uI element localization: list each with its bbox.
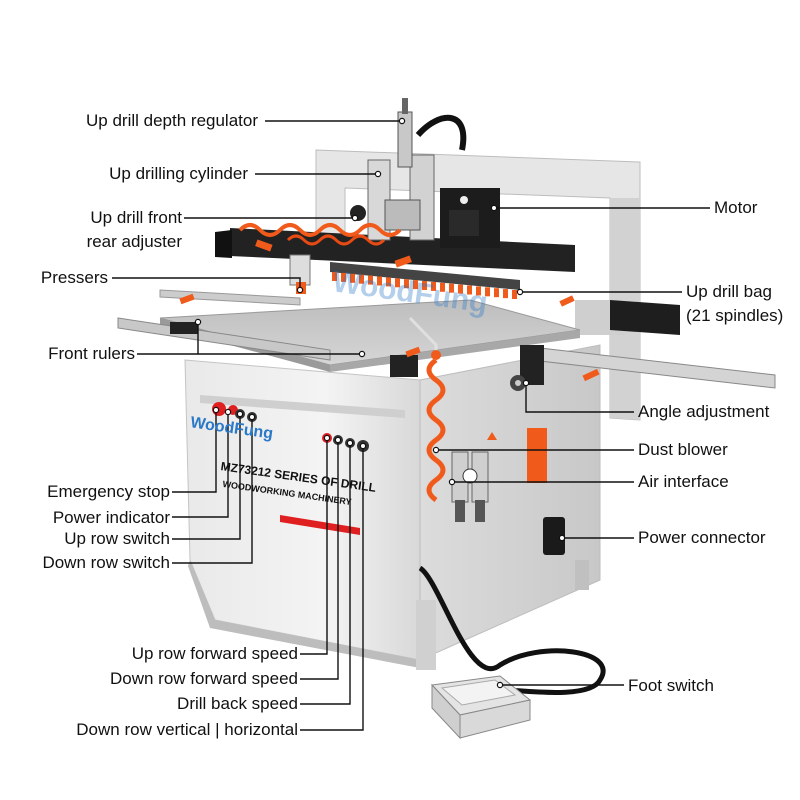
leader-down-row-forward-speed [300,440,339,680]
leader-dot [351,214,359,222]
leader-dot [212,406,220,414]
dust-blower-hose [408,316,446,503]
foot-switch [418,565,606,740]
label-down-row-vertical-horizontal: Down row vertical | horizontal [76,720,298,739]
spindle-tip [413,280,418,290]
spindle-tip [431,281,436,291]
label-motor: Motor [714,198,758,217]
label-up-drill-bag-1: Up drill bag [686,282,772,301]
leader-emergency-stop [172,410,217,493]
spindle-tip [377,276,382,286]
drill-head [215,98,575,299]
label-angle-adjustment: Angle adjustment [638,402,770,421]
spindle-tip [458,284,463,294]
leader-lines [112,120,710,731]
label-dust-blower: Dust blower [638,440,728,459]
spindle-tip [395,278,400,288]
leader-angle-adjustment [525,383,634,413]
spindle-tip [449,283,454,293]
leader-dot [323,434,331,442]
leader-pressers [112,277,301,290]
label-front-rulers: Front rulers [48,344,135,363]
label-up-drill-bag-2: (21 spindles) [686,306,784,325]
label-pressers: Pressers [40,268,108,287]
leader-dot [490,204,498,212]
label-air-interface: Air interface [638,472,729,491]
spindle-tip [350,273,355,283]
leader-dot [398,117,406,125]
leader-up-row-forward-speed [300,438,328,655]
label-up-drilling-cylinder: Up drilling cylinder [109,164,248,183]
spindle-tip [404,279,409,289]
angle-adjust-knob [510,375,526,391]
leader-dot [236,410,244,418]
spindle-tip [512,290,517,299]
spindle-row [332,272,517,299]
leader-dot [496,681,504,689]
spindle-tip [467,285,472,295]
label-up-drill-depth-regulator: Up drill depth regulator [86,111,258,130]
label-drill-back-speed: Drill back speed [177,694,298,713]
worktable [117,289,776,389]
spindle-tip [440,282,445,292]
leader-front-rulers [137,322,362,355]
leader-drill-back-speed [300,443,351,705]
leader-dot [522,379,530,387]
leader-dot [516,288,524,296]
label-down-row-switch: Down row switch [42,553,170,572]
label-up-drill-front-rear-adjuster-2: rear adjuster [86,232,182,251]
spindle-tip [503,289,508,299]
leader-dot [296,286,304,294]
machine-base [184,344,601,670]
leader-power-indicator [172,412,229,518]
air-filter-unit [451,451,489,522]
leader-dot [224,408,232,416]
leader-dots [194,117,566,689]
label-up-drill-front-rear-adjuster-1: Up drill front [90,208,182,227]
leader-up-row-switch [172,414,241,540]
spindle-tip [359,274,364,284]
leader-dot [334,436,342,444]
label-emergency-stop: Emergency stop [47,482,170,501]
leader-dot [358,350,366,358]
label-power-indicator: Power indicator [52,508,170,527]
spindle-tip [494,288,499,298]
leader-dot [432,446,440,454]
leader-dot [248,413,256,421]
leader-down-row-vertical-horizontal [300,446,364,731]
label-down-row-forward-speed: Down row forward speed [109,669,298,688]
leader-dot [374,170,382,178]
spindle-tip [422,281,427,290]
leader-dot [346,439,354,447]
label-foot-switch: Foot switch [628,676,714,695]
leader-dot [448,478,456,486]
label-up-row-forward-speed: Up row forward speed [131,644,298,663]
spindle-tip [368,275,373,285]
spindle-tip [341,272,346,282]
spindle-tip [332,272,337,281]
spindle-tip [386,277,391,287]
spindle-tip [476,286,481,296]
leader-dot [194,318,202,326]
leader-dot [359,442,367,450]
label-power-connector: Power connector [638,528,766,547]
label-up-row-switch: Up row switch [64,529,170,548]
leader-down-row-switch [172,417,253,564]
leader-dot [558,534,566,542]
spindle-tip [485,287,490,297]
